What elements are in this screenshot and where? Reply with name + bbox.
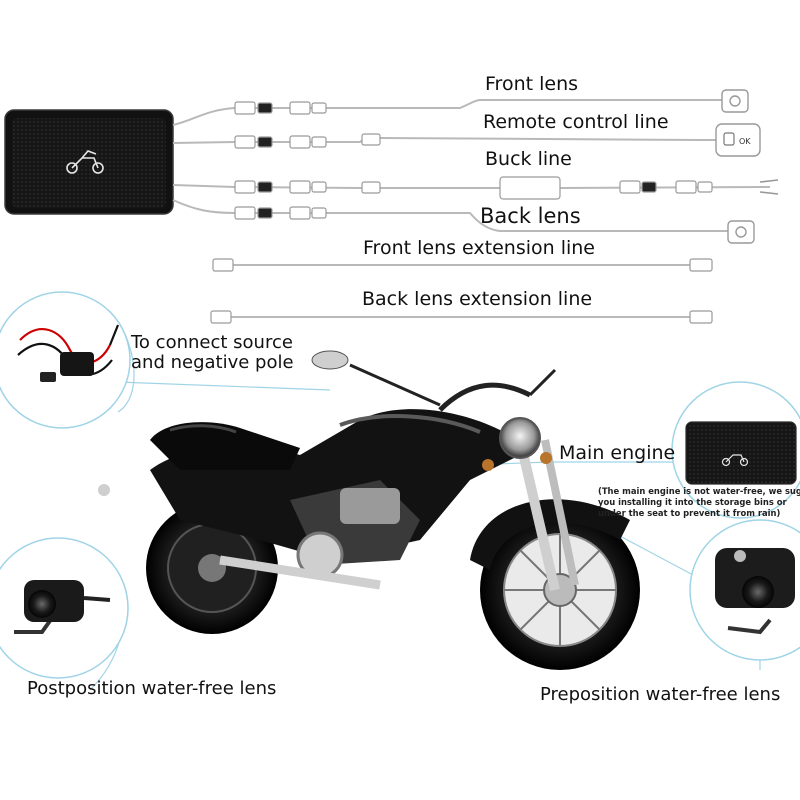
remote-control-icon: OK (715, 123, 761, 157)
fork-terminal-icon (759, 179, 779, 195)
remote-ok-label: OK (739, 137, 751, 146)
remote-control-line-label: Remote control line (483, 111, 669, 133)
main-engine-note: (The main engine is not water-free, we s… (598, 486, 800, 519)
motorcycle-logo-small-icon (721, 454, 749, 467)
front-lens-extension-line-label: Front lens extension line (363, 237, 595, 259)
buck-line-label: Buck line (485, 148, 572, 170)
preposition-lens-label: Preposition water-free lens (540, 684, 781, 705)
main-engine-note-line2: you installing it into the storage bins … (598, 497, 787, 507)
back-lens-label: Back lens (480, 204, 581, 228)
main-engine-label: Main engine (559, 442, 676, 464)
motorcycle-logo-icon (66, 150, 104, 174)
motorcycle-illustration (98, 350, 640, 670)
main-unit-device (4, 109, 174, 215)
connect-source-label-line2: and negative pole (131, 352, 294, 373)
front-lens-label: Front lens (485, 73, 579, 95)
connectors (210, 101, 713, 324)
main-engine-note-line3: under the seat to prevent it from rain) (598, 508, 781, 518)
postposition-lens-label: Postposition water-free lens (27, 678, 277, 699)
main-engine-note-line1: (The main engine is not water-free, we s… (598, 486, 800, 496)
front-lens-bracket-icon (721, 89, 749, 113)
power-cable-callout (0, 291, 131, 429)
back-lens-bracket-icon (727, 220, 755, 244)
main-engine-callout (671, 381, 800, 519)
cable-harness (172, 99, 771, 318)
connect-source-label-line1: To connect source (131, 332, 293, 353)
postposition-lens-callout (0, 537, 129, 679)
preposition-lens-callout (689, 519, 800, 661)
back-lens-extension-line-label: Back lens extension line (362, 288, 593, 310)
